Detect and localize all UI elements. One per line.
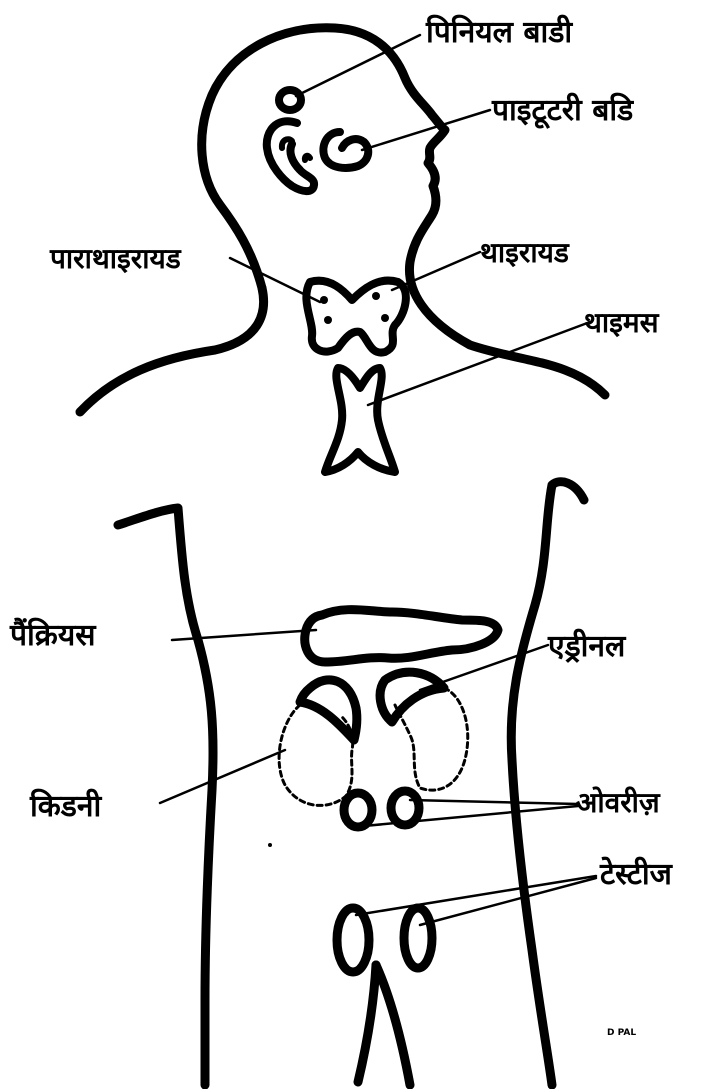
label-kidney: किडनी	[29, 788, 103, 824]
label-parathyroid: पाराथाइरायड	[49, 242, 182, 275]
adrenal-left	[300, 680, 357, 740]
pineal-body	[279, 90, 301, 110]
label-ovaries: ओवरीज़	[576, 786, 661, 819]
ear-lobe	[305, 156, 310, 160]
ovary-right	[391, 791, 419, 825]
pancreas	[305, 610, 498, 662]
leader-kidney	[160, 750, 285, 803]
torso-right-outline	[511, 482, 584, 1085]
leader-parathyroid	[230, 258, 320, 302]
stray-dot	[268, 843, 272, 847]
parathyroid-dot	[381, 314, 389, 322]
parathyroid-dot	[324, 316, 332, 324]
label-pineal-body: पिनियल बाडी	[425, 14, 573, 50]
thyroid-gland	[306, 281, 406, 353]
label-pituitary-body: पाइटूटरी बडि	[491, 92, 634, 129]
torso-left-outline	[118, 508, 213, 1085]
label-pancreas: पैंक्रियस	[9, 617, 97, 653]
leader-ovaries-upper	[410, 800, 578, 804]
thymus-gland	[325, 368, 395, 472]
label-thymus: थाइमस	[584, 306, 660, 339]
ovary-left	[344, 793, 372, 827]
inner-leg-left	[358, 965, 376, 1082]
artist-signature: D PAL	[607, 1028, 636, 1038]
testis-right	[404, 908, 432, 968]
leader-pituitary	[362, 110, 490, 150]
left-shoulder-outline	[80, 288, 264, 412]
label-testes: टेस्टीज	[599, 856, 674, 892]
label-adrenal: एड्रीनल	[547, 628, 627, 664]
kidney-left	[279, 705, 353, 805]
label-thyroid: थाइरायड	[480, 236, 570, 269]
inner-leg-right	[376, 965, 410, 1085]
adrenal-right	[380, 672, 444, 722]
testis-left	[337, 908, 369, 972]
parathyroid-dot	[372, 292, 380, 300]
parathyroid-dot	[320, 296, 328, 304]
